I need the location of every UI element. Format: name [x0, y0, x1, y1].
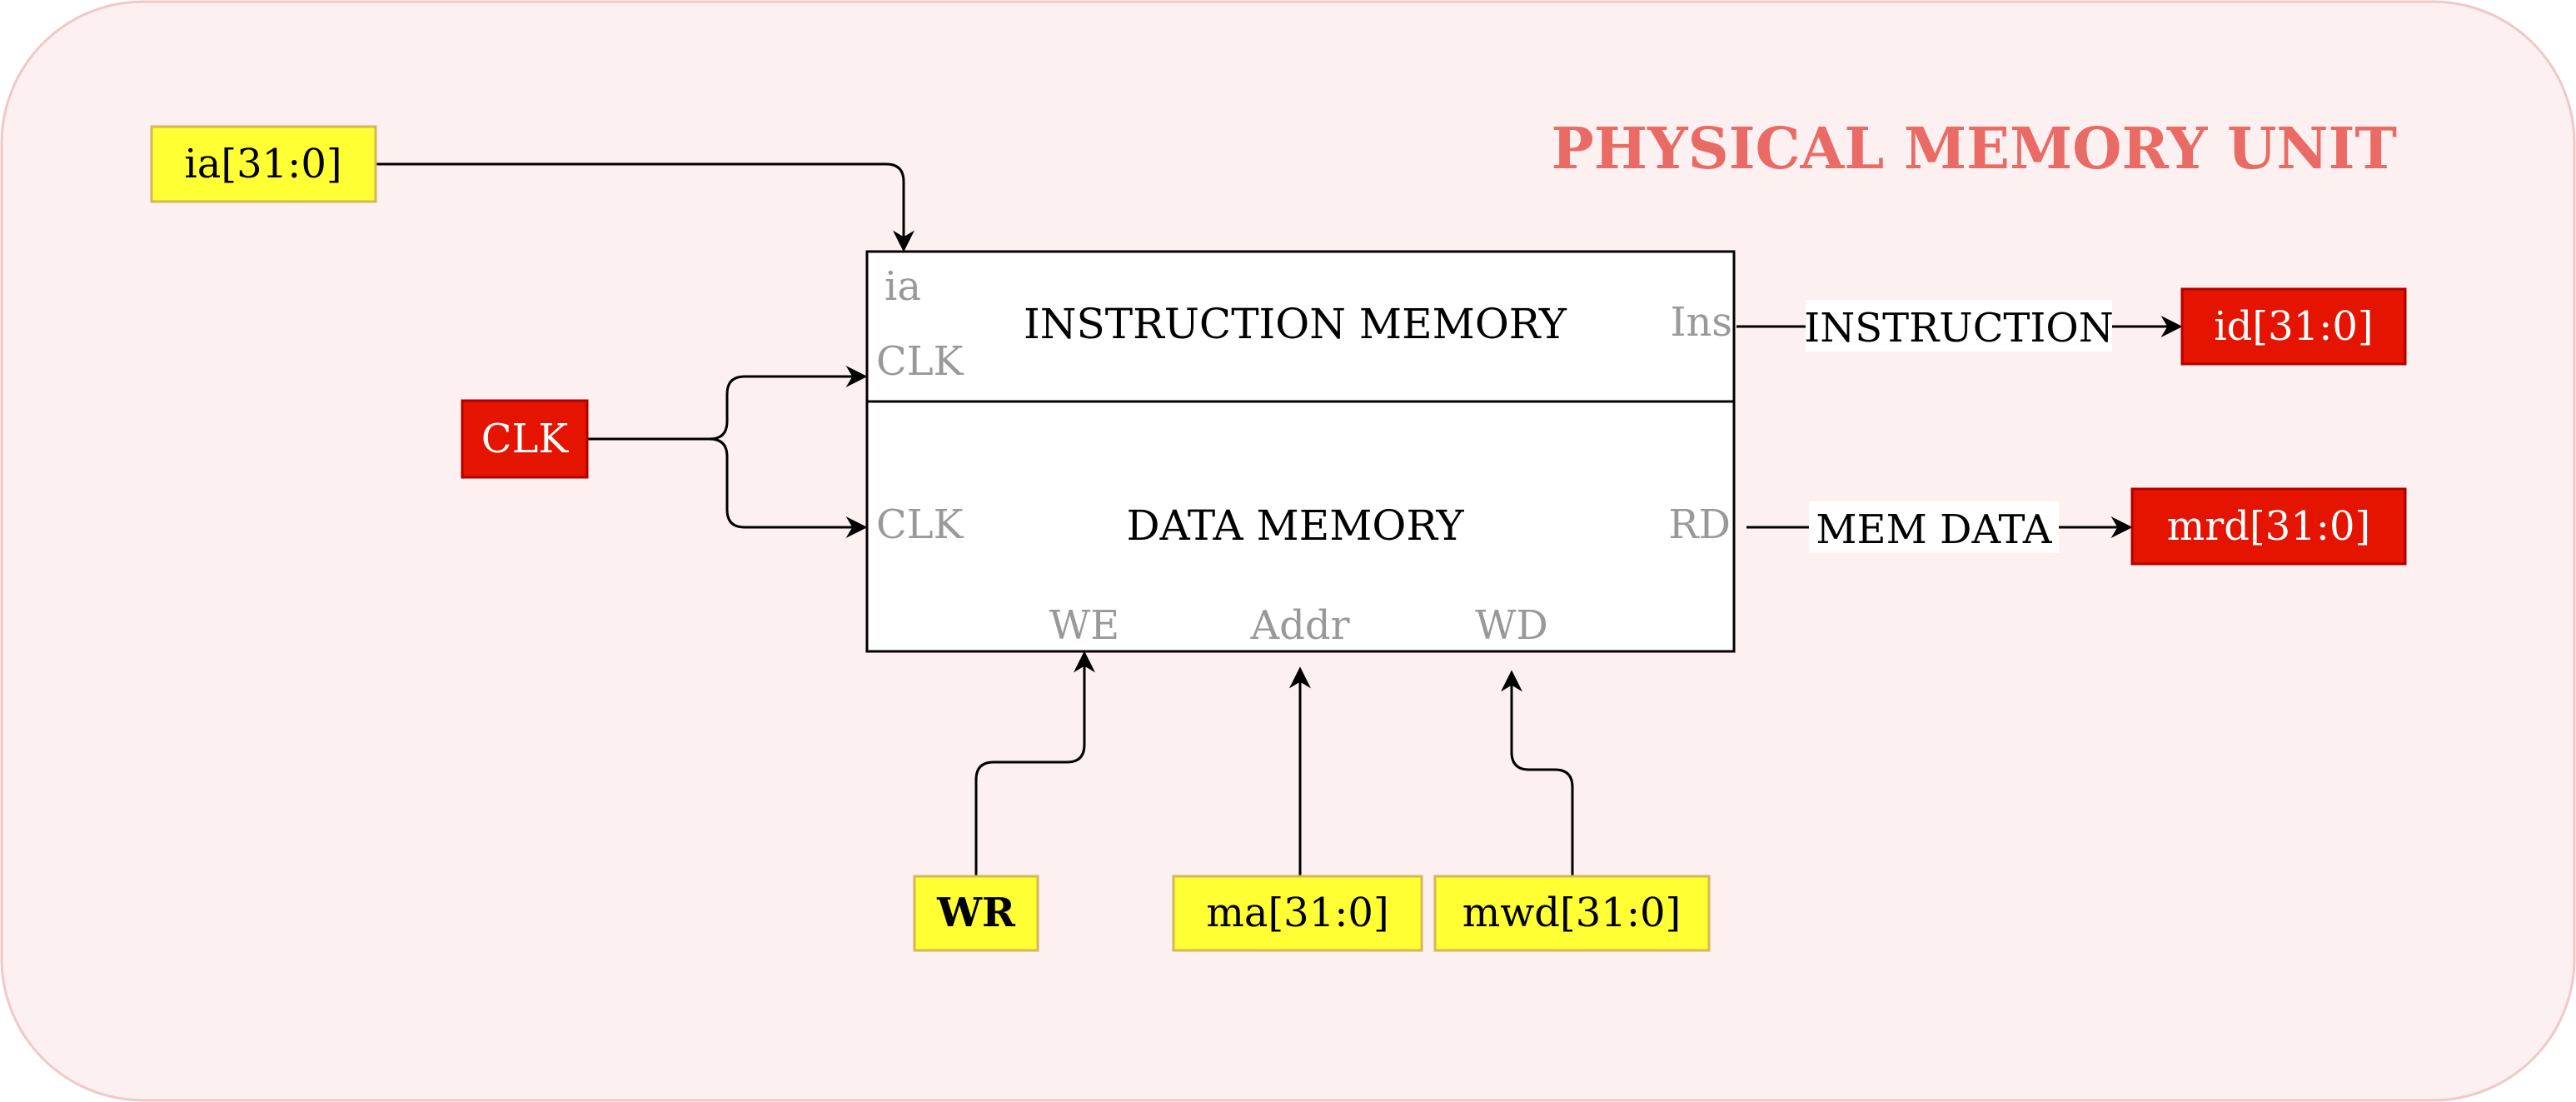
port-addr-label: Addr: [1249, 602, 1349, 649]
svg-text:ma[31:0]: ma[31:0]: [1206, 890, 1388, 936]
port-we-label: WE: [1049, 602, 1119, 649]
wire-clk-dmem: [709, 437, 868, 538]
port-dmem-clk-label: CLK: [876, 501, 964, 548]
wire-mwd: [1501, 670, 1574, 876]
input-ia: ia[31:0]: [150, 125, 377, 203]
svg-text:mrd[31:0]: mrd[31:0]: [2167, 503, 2370, 550]
data-memory-block: [865, 400, 1736, 653]
port-imem-clk-label: CLK: [876, 338, 964, 385]
wire-ia: [376, 162, 914, 252]
instruction-wire-label-bg: [1806, 300, 2112, 352]
port-ins-label: Ins: [1670, 299, 1732, 346]
output-id: id[31:0]: [2180, 287, 2407, 366]
svg-text:id[31:0]: id[31:0]: [2214, 303, 2373, 350]
unit-title: PHYSICAL MEMORY UNIT: [1552, 116, 2397, 182]
input-clk: CLK: [461, 399, 589, 479]
port-rd-label: RD: [1668, 501, 1731, 548]
svg-text:WR: WR: [936, 890, 1016, 936]
svg-text:mwd[31:0]: mwd[31:0]: [1462, 890, 1682, 936]
memdata-wire-label: MEM DATA: [1816, 506, 2053, 553]
port-wd-label: WD: [1475, 602, 1548, 649]
memdata-wire-label-bg: [1809, 501, 2059, 553]
input-mwd: mwd[31:0]: [1433, 875, 1711, 952]
svg-text:CLK: CLK: [481, 416, 570, 462]
output-mrd: mrd[31:0]: [2130, 487, 2407, 566]
input-wr: WR: [913, 875, 1039, 952]
instruction-wire-label: INSTRUCTION: [1804, 305, 2114, 352]
svg-text:ia[31:0]: ia[31:0]: [184, 141, 341, 187]
instruction-memory-block: [865, 250, 1736, 403]
wire-clk-imem: [587, 366, 868, 441]
input-ma: ma[31:0]: [1172, 875, 1423, 952]
data-memory-label: DATA MEMORY: [1126, 501, 1464, 550]
wire-wr: [974, 651, 1095, 876]
instruction-memory-label: INSTRUCTION MEMORY: [1024, 300, 1567, 348]
port-ia-label: ia: [884, 263, 921, 310]
